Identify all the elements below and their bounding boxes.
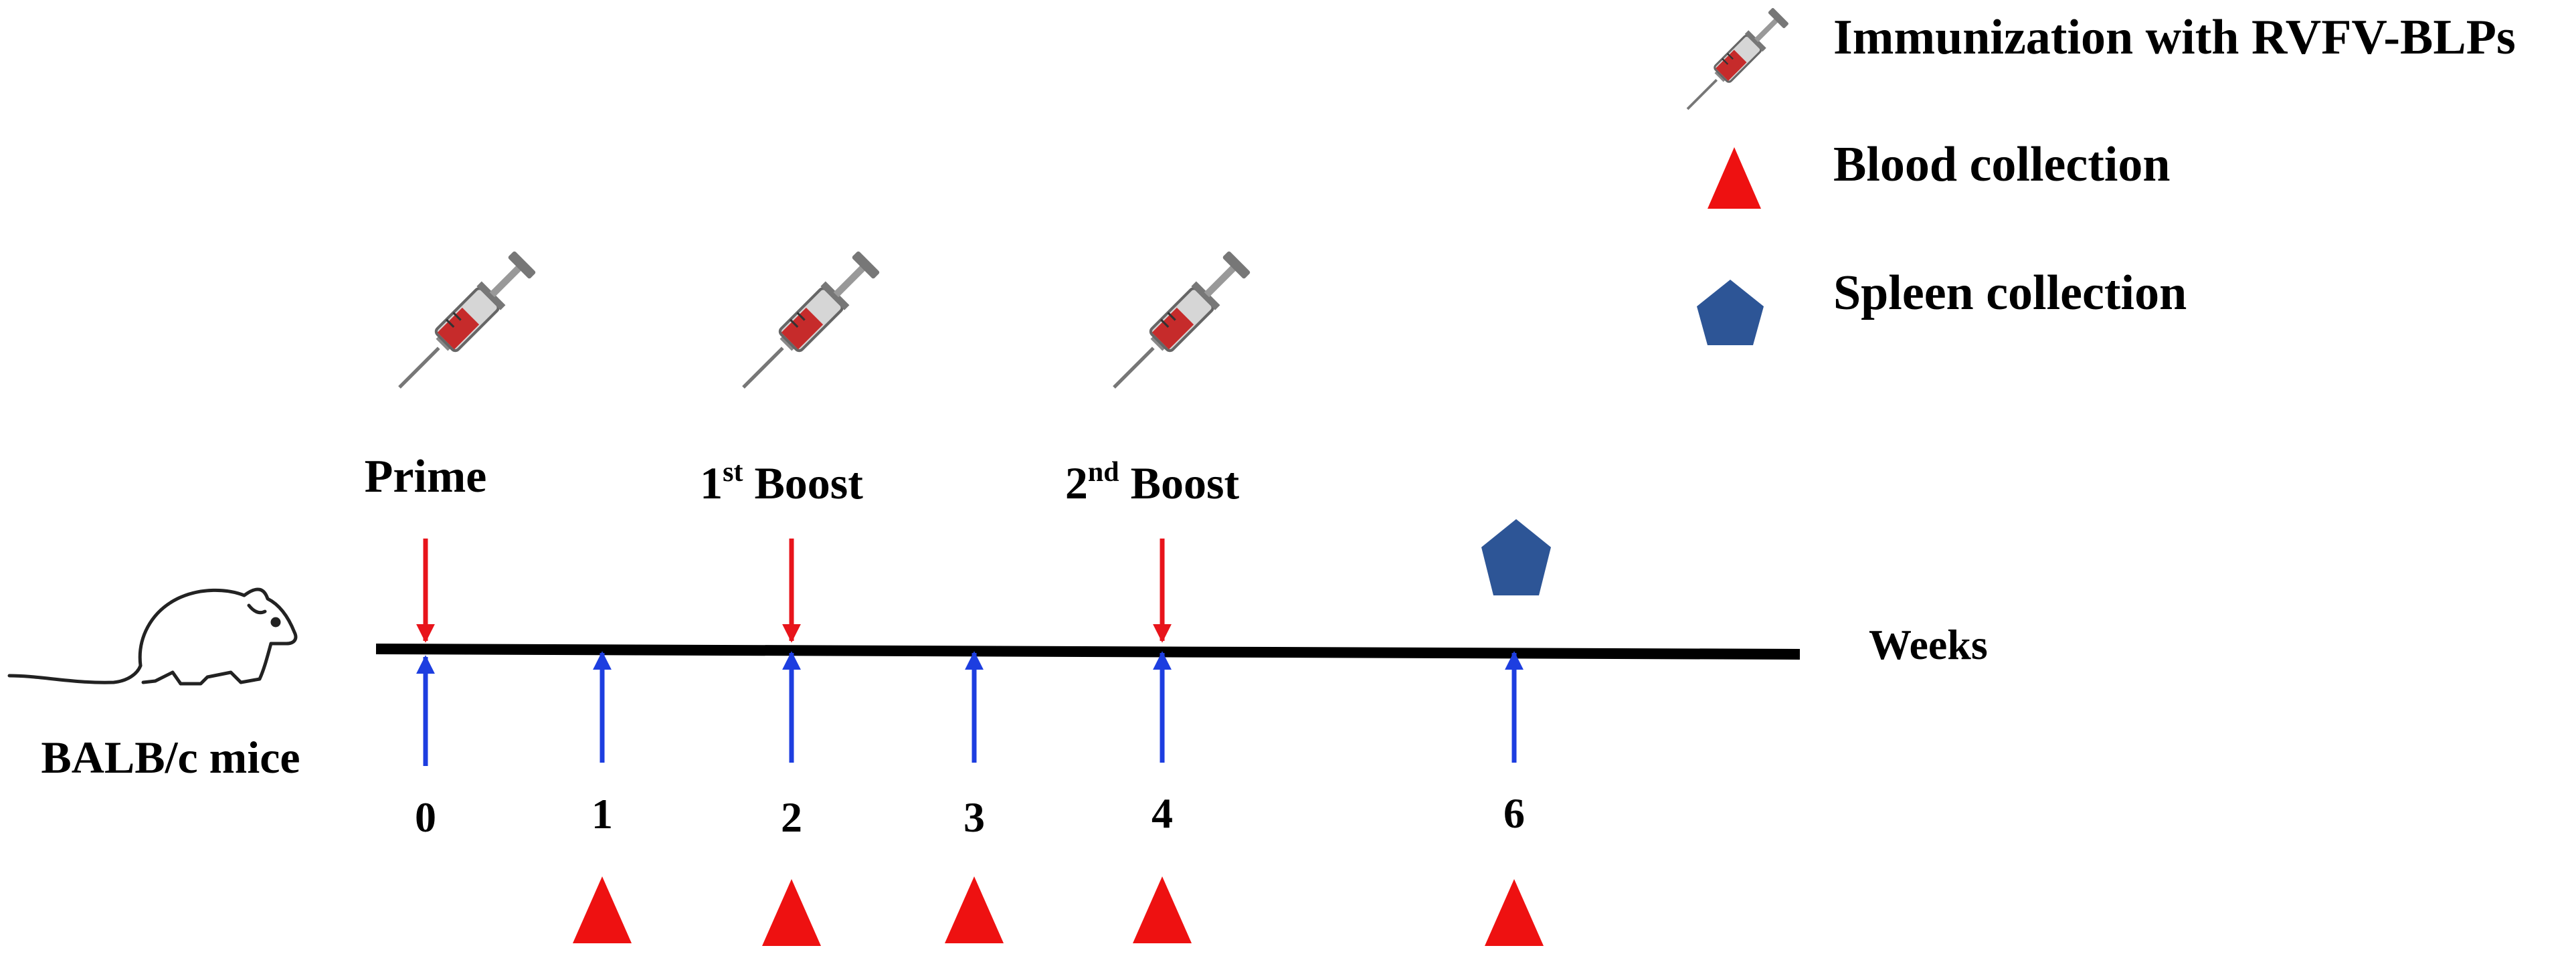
syringe-icon: [399, 250, 537, 387]
red-triangle-icon: [1708, 147, 1761, 209]
tick-label-0: 0: [415, 793, 436, 841]
blood-collection-triangle: [945, 876, 1004, 943]
blue-pentagon-icon: [1697, 280, 1764, 345]
mouse-strain-label: BALB/c mice: [41, 732, 300, 783]
legend-spleen-label: Spleen collection: [1833, 266, 2187, 320]
second-boost-number: 2: [1065, 458, 1088, 508]
tick-label-3: 3: [963, 793, 985, 841]
first-boost-superscript: st: [723, 457, 743, 488]
blood-collection-triangle: [1485, 879, 1544, 946]
first-boost-label: 1st Boost: [700, 457, 863, 508]
tick-label-4: 4: [1152, 789, 1173, 837]
mouse-icon: [7, 587, 298, 686]
timeline-axis: [375, 644, 1801, 660]
tick-label-6: 6: [1503, 789, 1525, 837]
legend-blood-label: Blood collection: [1833, 137, 2171, 192]
first-boost-word: Boost: [743, 458, 863, 508]
legend: Immunization with RVFV-BLPs Blood collec…: [1686, 5, 2516, 345]
first-boost-number: 1: [700, 458, 723, 508]
syringe-icon: [1114, 250, 1252, 387]
blood-collection-triangle: [1133, 876, 1192, 943]
second-boost-label: 2nd Boost: [1065, 457, 1240, 508]
tick-label-2: 2: [781, 793, 802, 841]
blood-collection-triangle: [573, 876, 632, 943]
legend-immunization-label: Immunization with RVFV-BLPs: [1833, 10, 2516, 65]
prime-label: Prime: [365, 451, 487, 502]
weeks-axis-label: Weeks: [1869, 621, 1988, 668]
blood-collection-triangle: [762, 879, 821, 946]
second-boost-word: Boost: [1119, 458, 1240, 508]
spleen-pentagon-marker: [1481, 519, 1551, 595]
syringe-icon: [1686, 5, 1791, 110]
second-boost-superscript: nd: [1088, 457, 1119, 488]
syringe-icon: [743, 250, 881, 387]
tick-label-1: 1: [591, 790, 613, 838]
